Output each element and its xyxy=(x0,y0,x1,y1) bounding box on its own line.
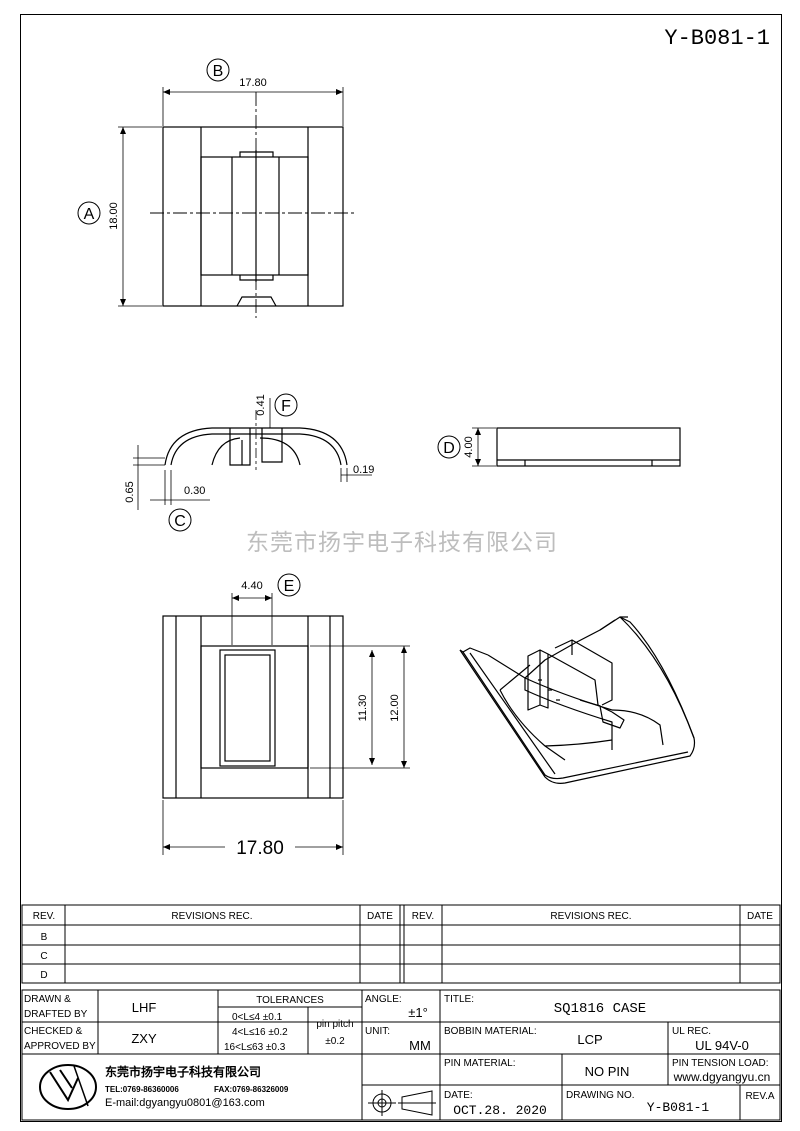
pin-pitch-value: ±0.2 xyxy=(325,1036,345,1047)
checked-label-2: APPROVED BY xyxy=(24,1041,96,1052)
tolerances-label: TOLERANCES xyxy=(256,995,324,1006)
unit-value: MM xyxy=(409,1038,431,1053)
balloon-b xyxy=(206,58,230,82)
dim-d: 4.00 xyxy=(463,436,475,457)
label-d: D xyxy=(443,440,455,457)
rev-col-header: REV. xyxy=(33,911,55,922)
revision-table xyxy=(21,904,781,984)
ul-rec-label: UL REC. xyxy=(672,1026,711,1037)
tolerance-row-2: 4<L≤16 ±0.2 xyxy=(232,1027,288,1038)
top-view xyxy=(118,87,355,318)
company-name: 东莞市扬宇电子科技有限公司 xyxy=(105,1064,261,1079)
rev-col-header-2: REV. xyxy=(412,911,434,922)
drawing-no-value: Y-B081-1 xyxy=(647,1100,710,1115)
drawing-code: Y-B081-1 xyxy=(664,26,770,51)
drawn-label-1: DRAWN & xyxy=(24,994,71,1005)
company-logo xyxy=(39,1064,97,1110)
date-label: DATE: xyxy=(444,1090,473,1101)
dim-a: 18.00 xyxy=(108,202,120,230)
dim-11-30: 11.30 xyxy=(357,695,369,722)
projection-symbol xyxy=(368,1090,436,1116)
drawing-sheet xyxy=(20,14,782,1122)
bottom-view xyxy=(162,593,410,855)
pin-material-value: NO PIN xyxy=(585,1064,630,1079)
balloon-f xyxy=(274,393,298,417)
balloon-e xyxy=(277,573,301,597)
drawn-value: LHF xyxy=(132,1000,157,1015)
pin-pitch-label: pin pitch xyxy=(316,1019,353,1030)
title-block xyxy=(21,989,781,1121)
bobbin-material-value: LCP xyxy=(577,1032,602,1047)
checked-label-1: CHECKED & xyxy=(24,1026,83,1037)
rev-row-c: C xyxy=(40,951,47,962)
watermark-url: www.dgyangyu.cn xyxy=(673,1070,771,1084)
dim-0-19: 0.19 xyxy=(353,464,374,476)
date-col-header: DATE xyxy=(367,911,393,922)
ul-rec-value: UL 94V-0 xyxy=(695,1038,749,1053)
front-view xyxy=(133,398,372,510)
company-tel: TEL:0769-86360006 xyxy=(105,1085,179,1094)
rev-row-d: D xyxy=(40,970,47,981)
dim-0-65: 0.65 xyxy=(124,481,136,502)
title-value: SQ1816 CASE xyxy=(554,1001,646,1017)
dim-0-30: 0.30 xyxy=(184,485,205,497)
watermark-company: 东莞市扬宇电子科技有限公司 xyxy=(246,530,558,556)
pin-material-label: PIN MATERIAL: xyxy=(444,1058,516,1069)
angle-value: ±1° xyxy=(408,1005,428,1020)
drawn-label-2: DRAFTED BY xyxy=(24,1009,88,1020)
dim-e: 4.40 xyxy=(241,580,262,592)
rev-row-b: B xyxy=(41,932,48,943)
label-a: A xyxy=(84,206,95,223)
isometric-view xyxy=(459,616,696,784)
rev-a-label: REV.A xyxy=(745,1091,774,1102)
checked-value: ZXY xyxy=(131,1031,157,1046)
label-f: F xyxy=(281,398,291,415)
revisions-col-header-2: REVISIONS REC. xyxy=(550,911,631,922)
revisions-col-header: REVISIONS REC. xyxy=(171,911,252,922)
balloon-d xyxy=(437,435,461,459)
label-e: E xyxy=(284,578,295,595)
dim-b: 17.80 xyxy=(239,77,267,89)
drawing-no-label: DRAWING NO. xyxy=(566,1090,635,1101)
pin-tension-label: PIN TENSION LOAD: xyxy=(672,1058,769,1069)
side-view xyxy=(472,427,681,467)
angle-label: ANGLE: xyxy=(365,994,402,1005)
unit-label: UNIT: xyxy=(365,1026,390,1037)
dim-f: 0.41 xyxy=(255,394,267,415)
label-c: C xyxy=(174,513,186,530)
balloon-a xyxy=(77,201,101,225)
company-email: E-mail:dgyangyu0801@163.com xyxy=(105,1097,265,1109)
date-value: OCT.28. 2020 xyxy=(453,1103,547,1118)
dim-12-00: 12.00 xyxy=(389,694,401,722)
balloon-c xyxy=(168,508,192,532)
title-label: TITLE: xyxy=(444,994,474,1005)
label-b: B xyxy=(213,63,224,80)
dim-17-80: 17.80 xyxy=(236,838,284,859)
tolerance-row-1: 0<L≤4 ±0.1 xyxy=(232,1012,283,1023)
bobbin-material-label: BOBBIN MATERIAL: xyxy=(444,1026,537,1037)
tolerance-row-3: 16<L≤63 ±0.3 xyxy=(224,1042,286,1053)
company-fax: FAX:0769-86326009 xyxy=(214,1085,289,1094)
date-col-header-2: DATE xyxy=(747,911,773,922)
